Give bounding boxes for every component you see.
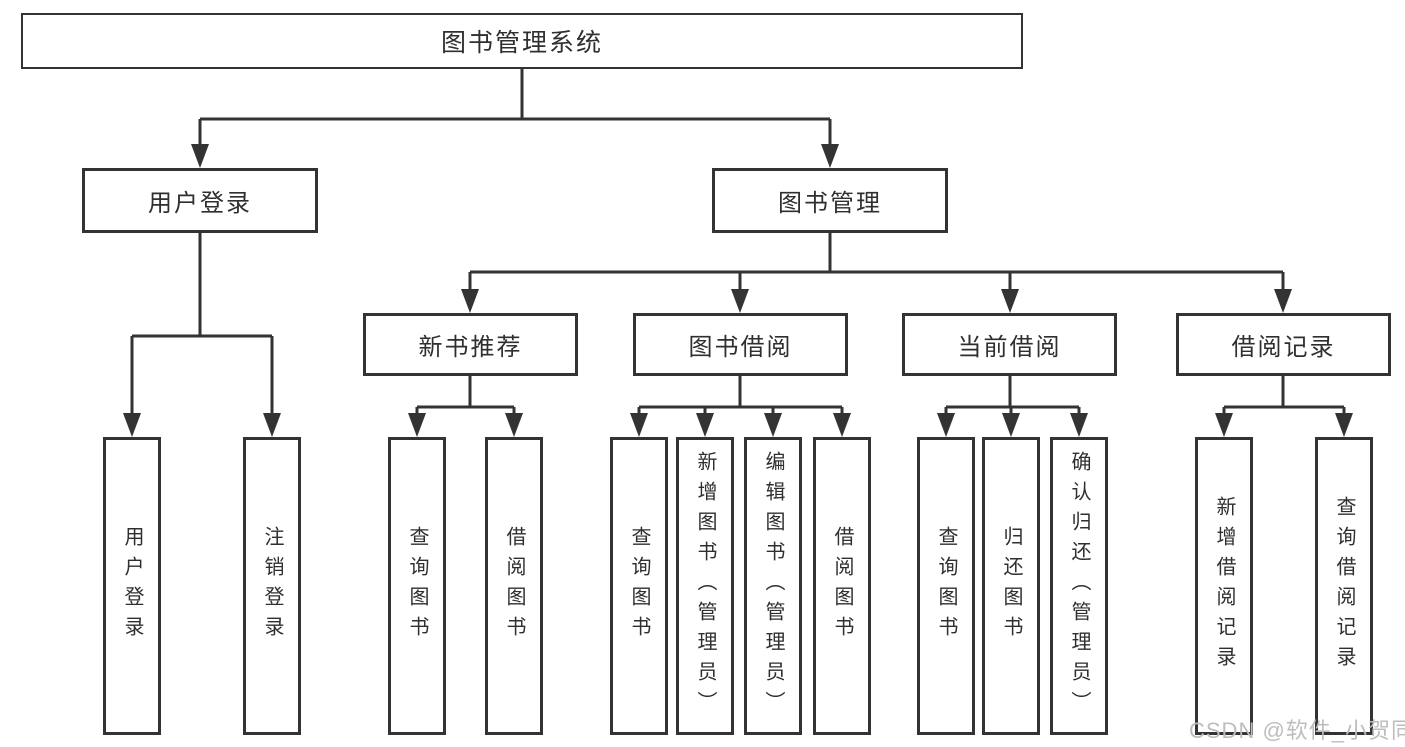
node-current-borrowing-label: 当前借阅 xyxy=(957,334,1062,361)
leaf-query-books-current-label: 查询图书 xyxy=(935,526,957,646)
leaf-borrow-books-recommend: 借阅图书 xyxy=(485,437,543,735)
leaf-query-books-recommend-label: 查询图书 xyxy=(406,526,428,646)
leaf-query-books-recommend: 查询图书 xyxy=(388,437,446,735)
node-book-borrowing: 图书借阅 xyxy=(633,313,848,376)
node-book-management-label: 图书管理 xyxy=(778,190,882,217)
node-root-label: 图书管理系统 xyxy=(440,29,603,57)
node-borrowing-records-label: 借阅记录 xyxy=(1231,334,1336,361)
leaf-confirm-return-admin: 确认归还（管理员） xyxy=(1050,437,1108,735)
connector-current-borrowing xyxy=(944,373,1081,415)
leaf-borrow-books-label: 借阅图书 xyxy=(831,526,853,646)
leaf-borrow-books: 借阅图书 xyxy=(813,437,871,735)
leaf-user-login-label: 用户登录 xyxy=(121,526,143,646)
connector-book-management xyxy=(468,233,1285,291)
leaf-query-books-borrowing: 查询图书 xyxy=(610,437,668,735)
connector-book-borrowing xyxy=(637,373,844,415)
leaf-query-books-borrowing-label: 查询图书 xyxy=(628,526,650,646)
node-user-login-label: 用户登录 xyxy=(148,190,252,217)
node-new-book-recommend-label: 新书推荐 xyxy=(418,334,523,361)
connector-new-book-recommend xyxy=(415,373,516,415)
leaf-logout-label: 注销登录 xyxy=(261,526,283,646)
leaf-query-borrow-record: 查询借阅记录 xyxy=(1315,437,1373,735)
node-book-management: 图书管理 xyxy=(712,168,948,233)
leaf-borrow-books-recommend-label: 借阅图书 xyxy=(503,526,525,646)
node-user-login: 用户登录 xyxy=(82,168,318,233)
arrow-book-management xyxy=(821,144,839,168)
node-current-borrowing: 当前借阅 xyxy=(902,313,1117,376)
node-new-book-recommend: 新书推荐 xyxy=(363,313,578,376)
leaf-logout: 注销登录 xyxy=(243,437,301,735)
leaf-return-books-label: 归还图书 xyxy=(1000,526,1022,646)
leaf-user-login: 用户登录 xyxy=(103,437,161,735)
connector-root xyxy=(198,67,832,146)
leaf-edit-books-admin-label: 编辑图书（管理员） xyxy=(762,451,784,721)
leaf-query-borrow-record-label: 查询借阅记录 xyxy=(1333,496,1355,676)
connector-user-login xyxy=(130,233,274,415)
leaf-return-books: 归还图书 xyxy=(982,437,1040,735)
leaf-query-books-current: 查询图书 xyxy=(917,437,975,735)
leaf-edit-books-admin: 编辑图书（管理员） xyxy=(744,437,802,735)
connector-borrowing-records xyxy=(1222,373,1346,415)
leaf-add-books-admin-label: 新增图书（管理员） xyxy=(694,451,716,721)
node-root: 图书管理系统 xyxy=(21,13,1023,69)
leaf-add-borrow-record: 新增借阅记录 xyxy=(1195,437,1253,735)
leaf-add-books-admin: 新增图书（管理员） xyxy=(676,437,734,735)
csdn-watermark: CSDN @软件_小贺同学 xyxy=(1189,718,1405,743)
node-book-borrowing-label: 图书借阅 xyxy=(688,334,793,361)
node-borrowing-records: 借阅记录 xyxy=(1176,313,1391,376)
leaf-add-borrow-record-label: 新增借阅记录 xyxy=(1213,496,1235,676)
leaf-confirm-return-admin-label: 确认归还（管理员） xyxy=(1068,451,1090,721)
arrow-user-login xyxy=(191,144,209,168)
